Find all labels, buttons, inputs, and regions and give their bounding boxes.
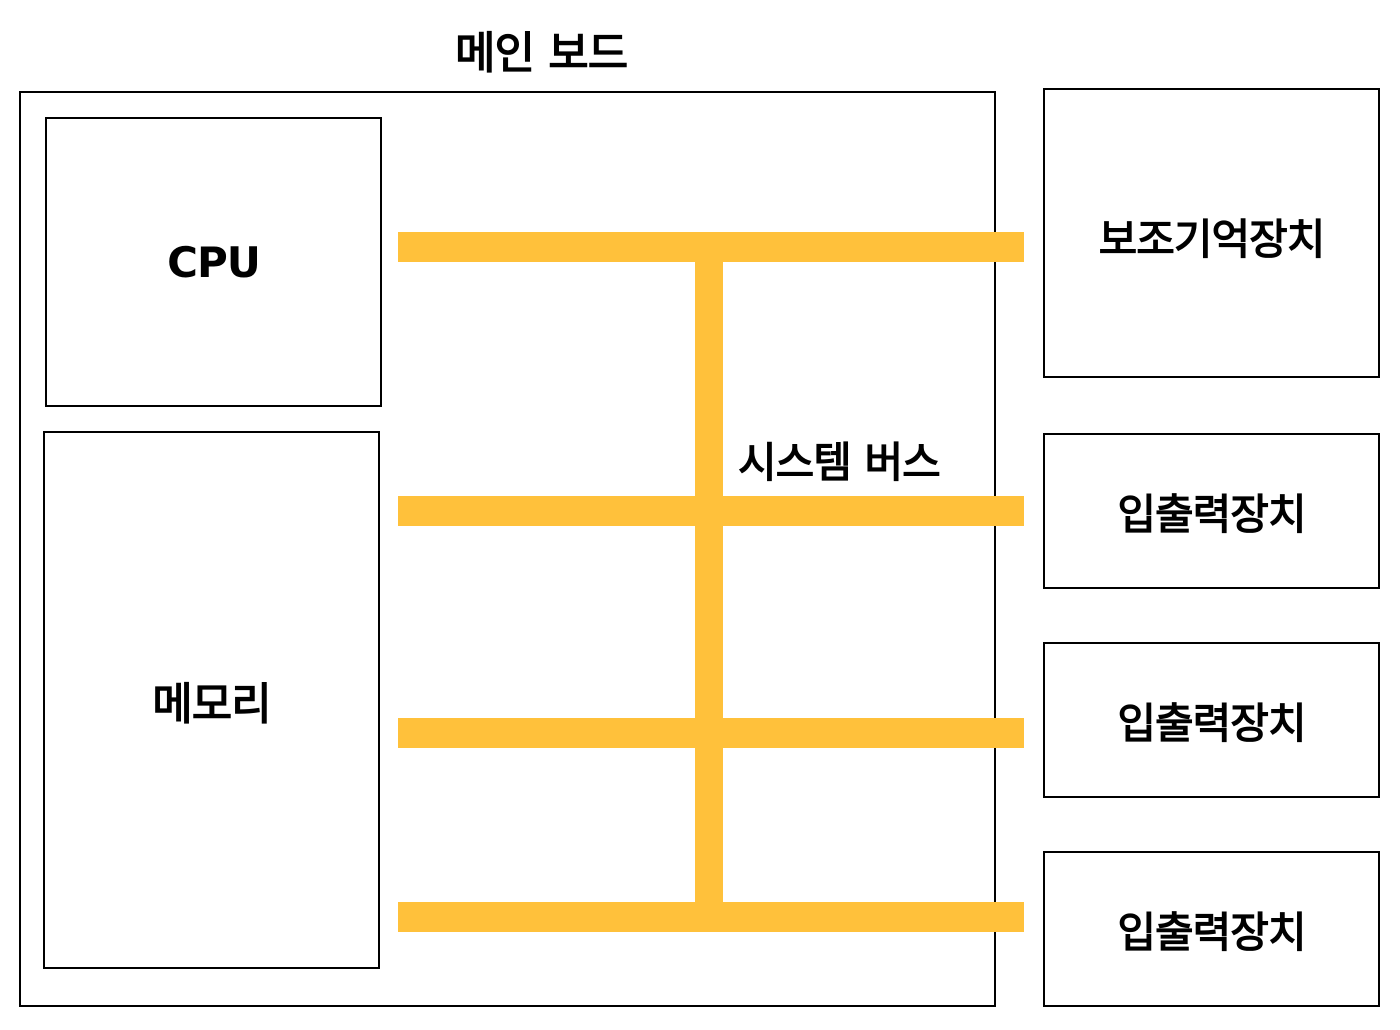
io-device-box-3: 입출력장치 <box>1043 851 1380 1007</box>
bus-branch-io-2 <box>398 718 1024 748</box>
io-device-box-2: 입출력장치 <box>1043 642 1380 798</box>
cpu-label: CPU <box>167 237 261 287</box>
io-device-label-3: 입출력장치 <box>1117 907 1306 957</box>
memory-box: 메모리 <box>43 431 380 969</box>
bus-vertical-trunk <box>695 232 723 932</box>
secondary-storage-box: 보조기억장치 <box>1043 88 1380 378</box>
bus-branch-io-3 <box>398 902 1024 932</box>
system-bus-label: 시스템 버스 <box>738 438 941 487</box>
io-device-box-1: 입출력장치 <box>1043 433 1380 589</box>
secondary-storage-label: 보조기억장치 <box>1098 215 1326 264</box>
memory-label: 메모리 <box>152 679 271 730</box>
cpu-box: CPU <box>45 117 382 407</box>
bus-branch-storage <box>398 232 1024 262</box>
bus-branch-io-1 <box>398 496 1024 526</box>
io-device-label-1: 입출력장치 <box>1117 489 1306 539</box>
io-device-label-2: 입출력장치 <box>1117 698 1306 748</box>
mainboard-title: 메인 보드 <box>455 28 628 79</box>
